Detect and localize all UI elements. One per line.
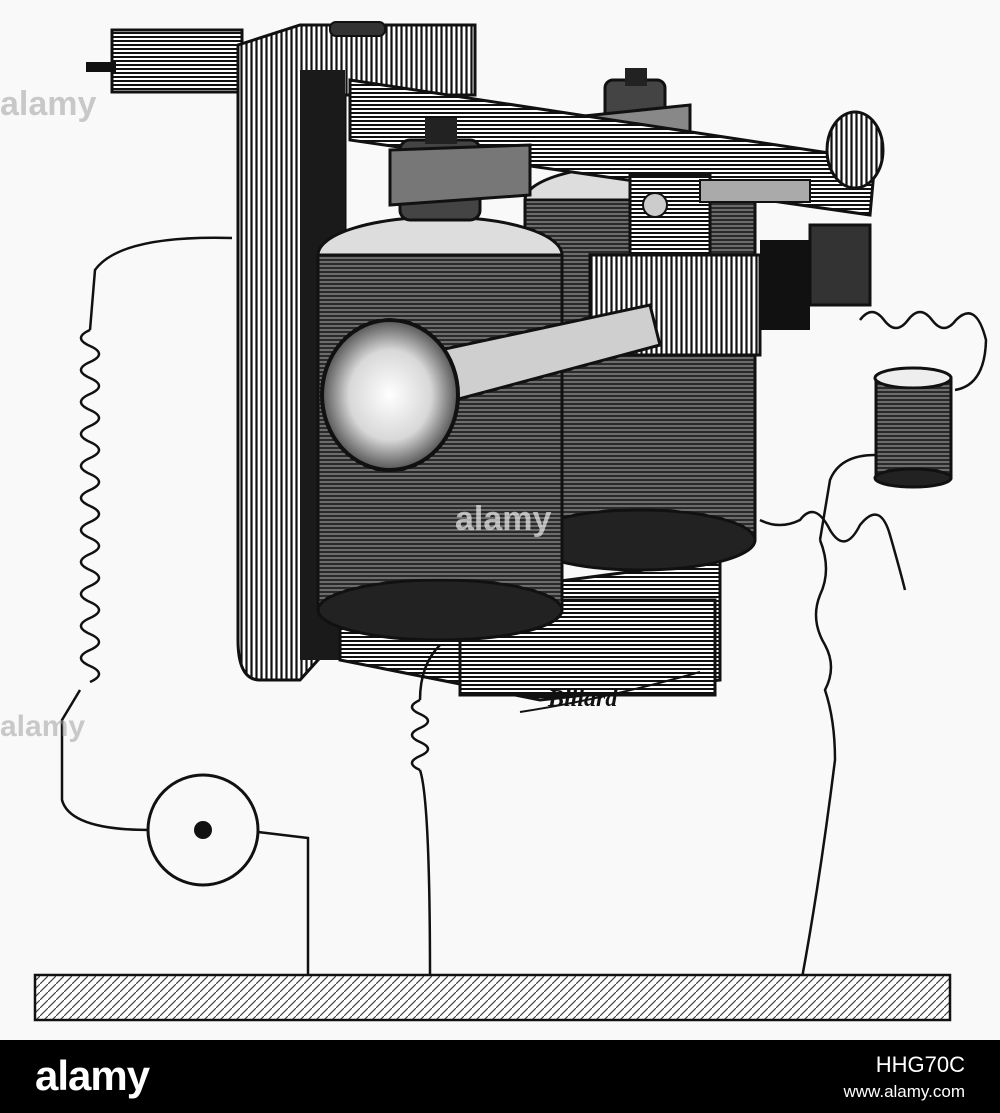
top-screw [329,21,386,37]
connecting-wires [60,236,988,979]
arm-pin [86,62,116,72]
image-id-label: HHG70C [875,1052,965,1077]
contact-block [808,223,872,307]
thumb-wheel [825,110,885,190]
pole-disc [320,318,460,472]
artist-signature: Billard [548,686,618,712]
adjusting-screw [699,179,811,203]
engraving-illustration: Billard alamy alamy alamy [0,21,988,1022]
vertical-frame [236,23,477,682]
watermark-left-lower: alamy [0,710,86,743]
watermark-center: alamy [455,500,552,538]
contact-shadow [760,240,810,330]
ground-base [33,973,952,1022]
site-url-link[interactable]: www.alamy.com [843,1082,965,1101]
alamy-logo[interactable]: alamy [35,1052,150,1099]
signature-flourish [519,671,701,713]
top-arm-shaft [110,28,244,94]
small-spool [874,376,953,480]
stock-footer-bar: alamy HHG70C www.alamy.com [0,1040,1000,1113]
watermark-left: alamy [0,85,97,123]
electromagnet-apparatus-drawing [33,21,988,1022]
switch-center-dot [194,821,212,839]
